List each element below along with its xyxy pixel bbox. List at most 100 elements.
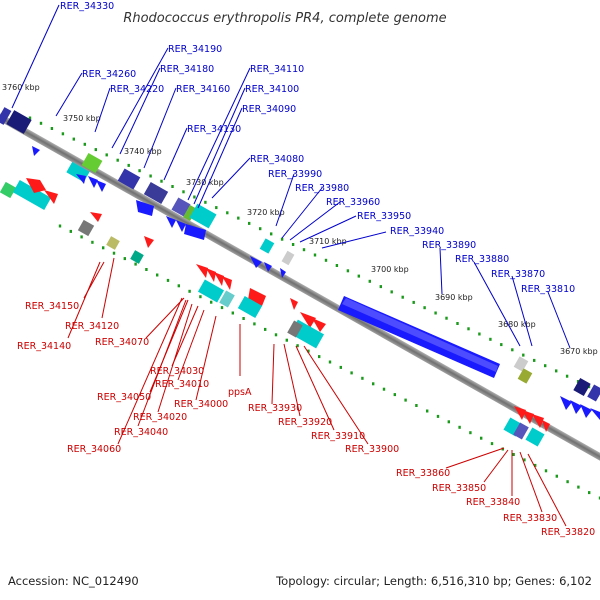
tick-mark — [467, 327, 470, 331]
tick-mark — [302, 248, 306, 252]
forward-gene-label: RER_34100 — [245, 84, 299, 95]
tick-mark — [555, 474, 558, 478]
reverse-gene-label: RER_34070 — [95, 337, 149, 348]
tick-mark — [72, 137, 75, 141]
forward-gene-label: RER_33870 — [491, 269, 545, 280]
kbp-tick-labels: 3760 kbp 3750 kbp 3740 kbp 3730 kbp 3720… — [2, 83, 598, 356]
forward-gene-label: RER_33950 — [357, 211, 411, 222]
tick-mark — [182, 190, 185, 194]
tick-mark — [555, 369, 558, 373]
tick-mark — [58, 224, 62, 228]
map-title: Rhodococcus erythropolis PR4, complete g… — [123, 11, 446, 26]
kbp-label: 3700 kbp — [371, 265, 409, 274]
kbp-label: 3680 kbp — [498, 320, 536, 329]
tick-mark — [434, 311, 437, 315]
tick-mark — [39, 121, 43, 125]
long-forward-feature — [338, 296, 500, 378]
tick-mark — [285, 338, 288, 342]
kbp-label: 3710 kbp — [309, 237, 347, 246]
forward-gene-label: RER_33810 — [521, 284, 575, 295]
tick-mark — [237, 216, 240, 220]
tick-mark — [423, 306, 426, 310]
tick-rings — [28, 116, 600, 500]
tick-mark — [296, 344, 299, 348]
tick-mark — [199, 295, 202, 299]
tick-mark — [598, 496, 600, 500]
tick-mark — [500, 343, 503, 347]
reverse-gene-label-texts: RER_34150 RER_34120 RER_34140 RER_34070 … — [17, 301, 595, 538]
reverse-gene-label: RER_33860 — [396, 468, 450, 479]
forward-gene-label: RER_33960 — [326, 197, 380, 208]
tick-mark — [171, 185, 174, 188]
tick-mark — [166, 278, 170, 282]
backbone — [0, 96, 600, 478]
genome-summary-text: Topology: circular; Length: 6,516,310 bp… — [276, 574, 592, 588]
tick-mark — [501, 447, 504, 451]
tick-mark — [478, 332, 481, 336]
tick-mark — [253, 322, 256, 326]
reverse-gene-label: RER_33910 — [311, 431, 365, 442]
forward-gene-label: RER_33890 — [422, 240, 476, 251]
tick-mark — [412, 300, 415, 304]
feature-cluster-3 — [166, 197, 295, 278]
forward-gene-label: RER_34260 — [82, 69, 136, 80]
tick-mark — [544, 469, 548, 473]
tick-mark — [458, 425, 461, 429]
tick-mark — [566, 480, 569, 484]
tick-mark — [346, 269, 350, 273]
reverse-gene-label: RER_33840 — [466, 497, 520, 508]
feature-cluster-2 — [66, 152, 169, 216]
tick-mark — [160, 179, 163, 183]
tick-mark — [248, 221, 251, 225]
tick-mark — [522, 353, 525, 357]
tick-mark — [390, 290, 393, 294]
tick-mark — [127, 163, 130, 167]
tick-mark — [242, 317, 245, 320]
tick-mark — [291, 243, 295, 246]
forward-gene-label: RER_34330 — [60, 1, 114, 12]
reverse-gene-label: RER_33900 — [345, 444, 399, 455]
tick-mark — [577, 485, 580, 489]
tick-mark — [210, 300, 213, 304]
reverse-gene-label: RER_33850 — [432, 483, 486, 494]
forward-gene-label: RER_34090 — [242, 104, 296, 115]
tick-mark — [307, 349, 310, 353]
tick-mark — [361, 376, 364, 380]
tick-mark — [512, 453, 515, 456]
tick-mark — [105, 153, 108, 157]
tick-mark — [259, 227, 262, 231]
tick-mark — [156, 273, 159, 277]
tick-mark — [489, 337, 492, 341]
tick-mark — [469, 431, 472, 435]
tick-mark — [415, 404, 418, 407]
tick-mark — [534, 463, 537, 467]
tick-mark — [401, 295, 404, 299]
tick-mark — [339, 365, 342, 369]
tick-mark — [193, 195, 196, 199]
tick-mark — [94, 148, 97, 152]
tick-mark — [226, 211, 229, 215]
tick-mark — [576, 380, 580, 383]
tick-mark — [188, 289, 191, 293]
forward-gene-label: RER_34130 — [187, 124, 241, 135]
tick-mark — [138, 169, 141, 173]
kbp-label: 3690 kbp — [435, 293, 473, 302]
tick-mark — [274, 333, 278, 337]
tick-mark — [280, 237, 284, 241]
tick-mark — [357, 274, 360, 278]
tick-mark — [533, 358, 536, 362]
reverse-gene-labels — [67, 257, 567, 527]
tick-mark — [318, 355, 321, 359]
tick-mark — [324, 258, 328, 262]
reverse-gene-label: RER_34120 — [65, 321, 119, 332]
tick-mark — [372, 382, 375, 386]
forward-gene-label: RER_33990 — [268, 169, 322, 180]
tick-mark — [215, 206, 218, 210]
reverse-gene-label: RER_33830 — [503, 513, 557, 524]
tick-mark — [134, 262, 137, 266]
forward-gene-label-texts: RER_34330 RER_34260 RER_34220 RER_34190 … — [60, 1, 575, 295]
forward-gene-label: RER_33880 — [455, 254, 509, 265]
tick-mark — [490, 442, 494, 446]
kbp-label: 3740 kbp — [124, 147, 162, 156]
